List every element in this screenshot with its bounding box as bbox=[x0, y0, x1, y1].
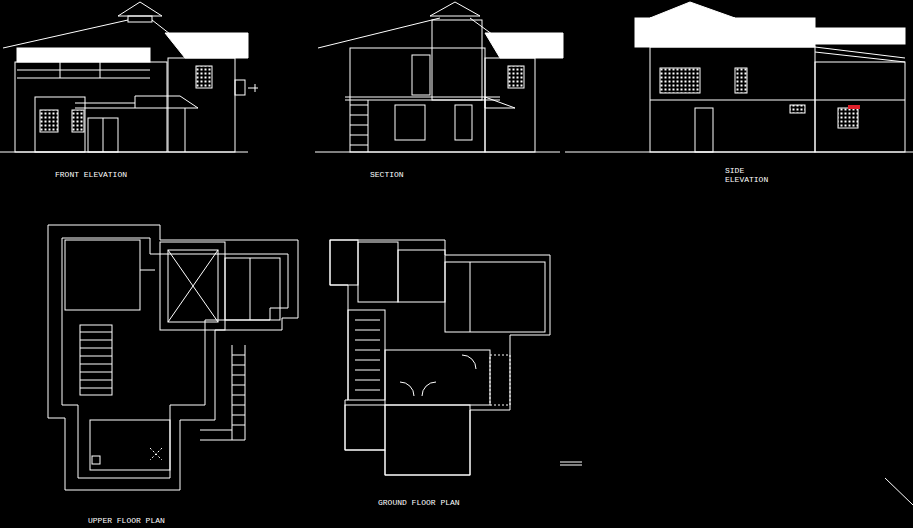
view-title: FRONT ELEVATION bbox=[55, 170, 175, 179]
view-title: UPPER FLOOR PLAN bbox=[88, 516, 208, 525]
leader-line bbox=[885, 478, 913, 505]
view-title: GROUND FLOOR PLAN bbox=[378, 498, 498, 507]
upper-floor-plan bbox=[48, 225, 298, 490]
ground-floor-plan bbox=[330, 240, 582, 475]
view-title: SIDE ELEVATION bbox=[725, 166, 771, 184]
side-elevation bbox=[565, 2, 913, 152]
front-elevation bbox=[0, 2, 258, 152]
view-title: SECTION bbox=[370, 170, 430, 179]
section-view bbox=[315, 2, 563, 152]
